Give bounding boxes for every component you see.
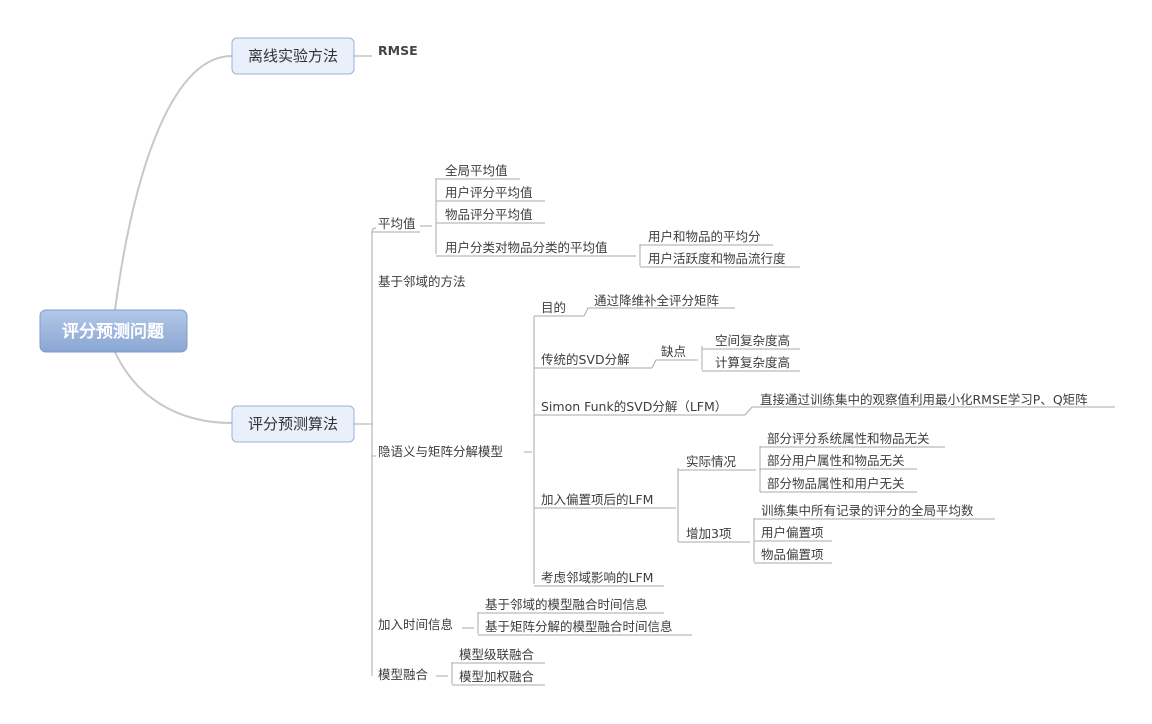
actual-item-2: 部分用户属性和物品无关 [767,453,905,468]
avg-sub-1: 用户和物品的平均分 [648,229,761,244]
avg-sub-connector [628,244,641,266]
offline-label: 离线实验方法 [248,47,338,65]
actual-label: 实际情况 [686,454,737,469]
bias-label: 加入偏置项后的LFM [541,492,653,507]
avg-item-2: 用户评分平均值 [445,185,533,200]
neighbor-lfm-label: 考虑邻域影响的LFM [541,570,653,585]
avg-item-1: 全局平均值 [445,163,508,178]
time-connector [462,612,479,634]
time-item-1: 基于邻域的模型融合时间信息 [485,597,648,612]
root-node[interactable]: 评分预测问题 [39,309,188,353]
defect-item-2: 计算复杂度高 [715,355,790,370]
algo-trunk [354,232,373,676]
avg-sub-2: 用户活跃度和物品流行度 [648,251,786,266]
svd-label: 传统的SVD分解 [541,352,630,367]
add3-label: 增加3项 [686,526,731,541]
funk-text: 直接通过训练集中的观察值利用最小化RMSE学习P、Q矩阵 [760,392,1088,407]
algo-label: 评分预测算法 [248,415,338,433]
fusion-label: 模型融合 [378,667,429,682]
actual-item-1: 部分评分系统属性和物品无关 [767,431,930,446]
avg-item-4: 用户分类对物品分类的平均值 [445,240,608,255]
rmse-label: RMSE [378,43,418,58]
goal-label: 目的 [541,300,566,315]
goal-text: 通过降维补全评分矩阵 [594,293,720,308]
connector-root-offline [114,55,233,311]
actual-item-3: 部分物品属性和用户无关 [767,476,905,491]
time-item-2: 基于矩阵分解的模型融合时间信息 [485,619,673,634]
node-algo[interactable]: 评分预测算法 [231,405,355,443]
time-label: 加入时间信息 [378,617,453,632]
add3-item-3: 物品偏置项 [761,547,824,562]
fusion-item-1: 模型级联融合 [459,647,535,662]
avg-connector [420,178,437,254]
defect-label: 缺点 [661,344,686,359]
add3-item-2: 用户偏置项 [761,525,824,540]
connector-root-algo [114,351,233,424]
neighbor-label: 基于邻域的方法 [378,274,466,289]
lfm-label: 隐语义与矩阵分解模型 [378,444,503,459]
avg-item-3: 物品评分平均值 [445,207,533,222]
node-offline[interactable]: 离线实验方法 [231,37,355,75]
funk-label: Simon Funk的SVD分解（LFM） [541,399,727,414]
root-label: 评分预测问题 [62,321,165,342]
fusion-connector [436,662,453,684]
lfm-connector [524,316,535,584]
add3-item-1: 训练集中所有记录的评分的全局平均数 [761,503,974,518]
avg-label: 平均值 [378,216,416,231]
fusion-item-2: 模型加权融合 [459,669,535,684]
defect-item-1: 空间复杂度高 [715,333,790,348]
